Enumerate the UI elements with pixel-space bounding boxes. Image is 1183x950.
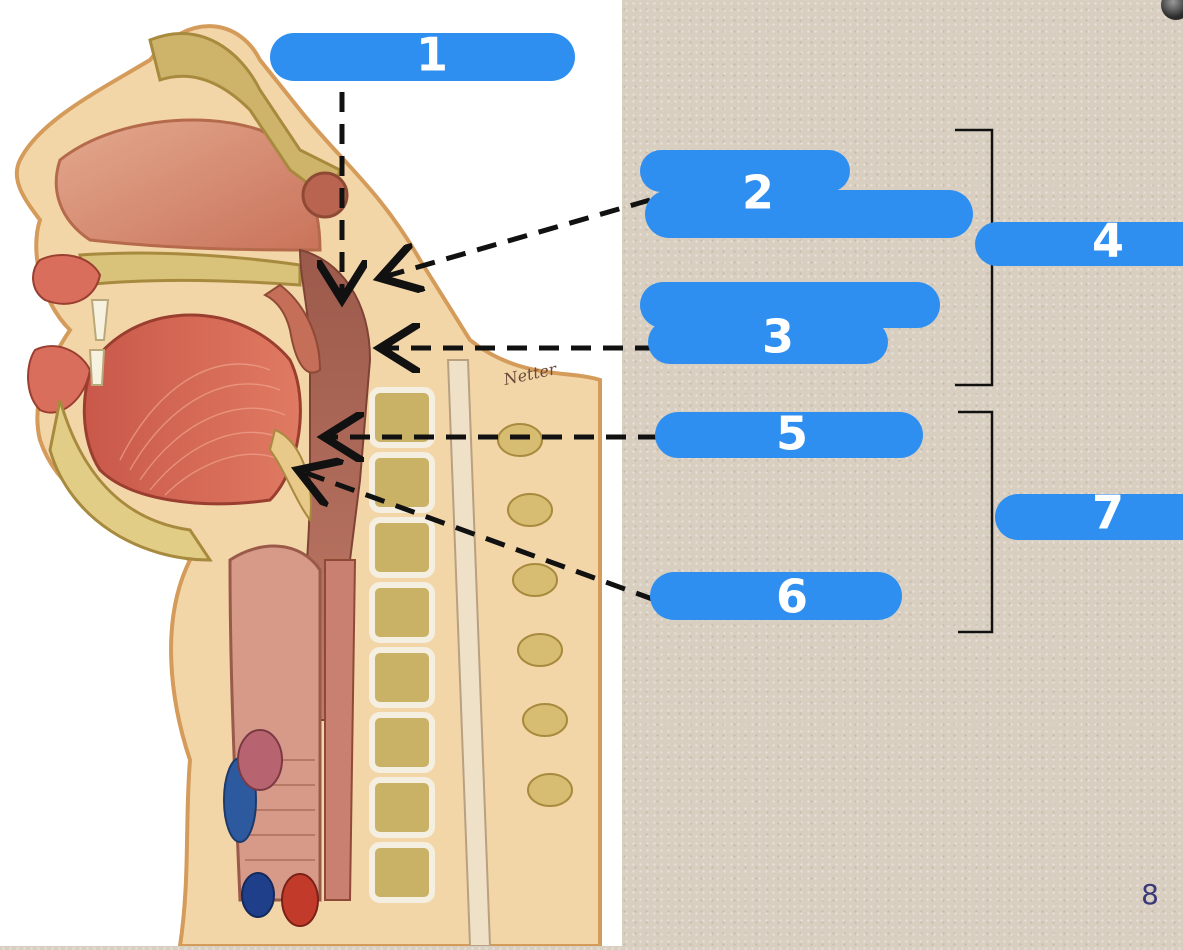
svg-text:7: 7	[1092, 486, 1124, 540]
pointer-line-2	[380, 200, 650, 278]
bracket-lower	[958, 412, 992, 632]
svg-text:5: 5	[776, 407, 808, 461]
label-pill-6: 6	[650, 570, 902, 624]
label-pill-3: 3	[640, 282, 940, 364]
pointer-line-6	[298, 470, 655, 600]
svg-text:2: 2	[742, 166, 774, 220]
label-pill-1: 1	[270, 28, 575, 82]
label-pill-7: 7	[995, 486, 1183, 541]
label-pill-5: 5	[655, 407, 923, 461]
label-pill-4: 4	[975, 214, 1183, 268]
svg-text:1: 1	[416, 28, 448, 82]
label-pill-2: 2	[640, 150, 973, 238]
svg-text:3: 3	[762, 310, 794, 364]
page-number: 8	[1130, 878, 1170, 911]
svg-text:4: 4	[1092, 214, 1124, 268]
svg-text:6: 6	[776, 570, 808, 624]
